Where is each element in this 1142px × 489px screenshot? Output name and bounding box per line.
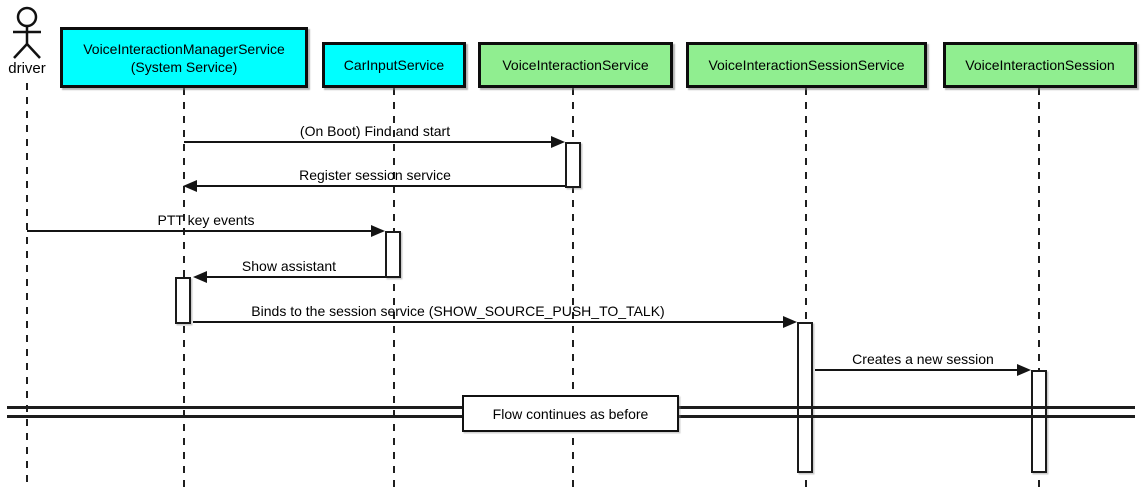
divider-label: Flow continues as before [492, 405, 649, 422]
participant-label: VoiceInteractionSession [965, 57, 1115, 73]
participant-voice-interaction-session-service: VoiceInteractionSessionService [686, 42, 927, 88]
arrowhead-right-icon [371, 225, 385, 237]
arrowhead-right-icon [1017, 364, 1031, 376]
message-label-creates-a-new-session: Creates a new session [852, 351, 994, 367]
activation-voice-interaction-service [565, 142, 581, 188]
actor-driver: driver [0, 0, 54, 77]
message-line [184, 141, 552, 143]
activation-voice-interaction-manager-service [175, 277, 191, 324]
message-line [197, 185, 565, 187]
lifeline-driver [26, 83, 28, 487]
lifeline-car-input-service [393, 88, 395, 487]
activation-voice-interaction-session [1031, 370, 1047, 473]
message-label-register-session-service: Register session service [299, 167, 451, 183]
participant-voice-interaction-session: VoiceInteractionSession [943, 42, 1137, 88]
arrowhead-right-icon [783, 316, 797, 328]
lifeline-voice-interaction-session-service [805, 88, 807, 487]
arrowhead-left-icon [193, 271, 207, 283]
participant-label: VoiceInteractionSessionService [708, 57, 905, 73]
participant-label: CarInputService [343, 57, 445, 73]
message-line [206, 276, 385, 278]
message-label-show-assistant: Show assistant [241, 258, 337, 274]
lifeline-voice-interaction-service [572, 88, 574, 487]
activation-car-input-service [385, 231, 401, 278]
participant-label: VoiceInteractionManagerService (System S… [83, 40, 285, 75]
message-line [193, 321, 785, 323]
message-line [27, 230, 373, 232]
arrowhead-left-icon [183, 180, 197, 192]
participant-label: VoiceInteractionService [502, 57, 649, 73]
message-label-on-boot-find-and-start: (On Boot) Find and start [299, 123, 451, 139]
participant-car-input-service: CarInputService [322, 42, 466, 88]
lifeline-voice-interaction-session [1038, 88, 1040, 487]
actor-label: driver [8, 60, 46, 77]
message-label-ptt-key-events: PTT key events [157, 212, 255, 228]
stick-figure-icon [13, 6, 41, 59]
divider-label-box: Flow continues as before [462, 395, 679, 432]
message-label-binds-to-session-service: Binds to the session service (SHOW_SOURC… [251, 303, 665, 319]
participant-voice-interaction-service: VoiceInteractionService [478, 42, 673, 88]
message-line [815, 369, 1019, 371]
participant-voice-interaction-manager-service: VoiceInteractionManagerService (System S… [60, 27, 308, 88]
arrowhead-right-icon [551, 136, 565, 148]
activation-voice-interaction-session-service [797, 322, 813, 473]
